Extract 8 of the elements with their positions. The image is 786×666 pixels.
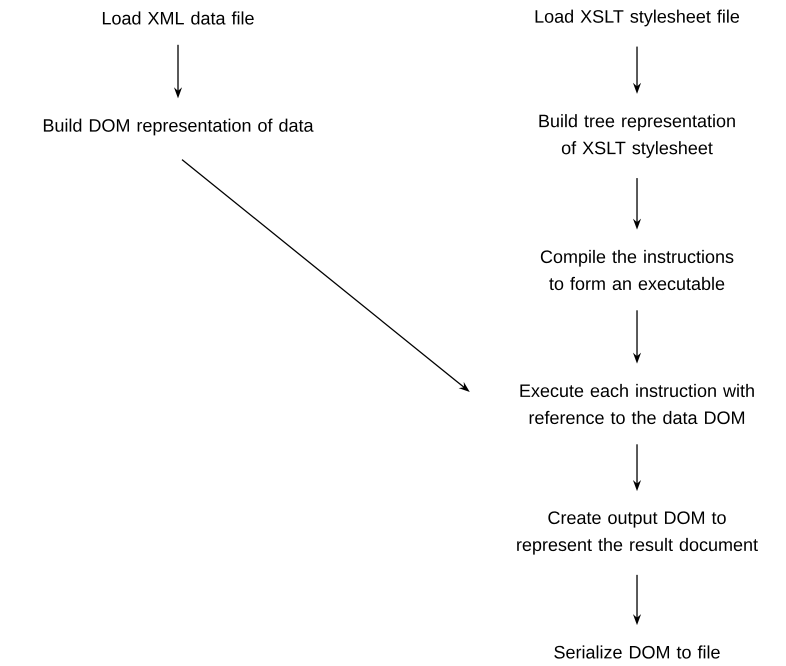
step-text: Compile the instructions to form an executable: [540, 250, 734, 290]
step-text: Load XSLT stylesheet file: [536, 10, 740, 26]
step-text: Build tree representation of XSLT stylesheet: [539, 114, 735, 158]
step-text: Build DOM representation of data: [44, 118, 314, 136]
step-text: Create output DOM to represent the result document: [517, 511, 758, 555]
step-text: Load XML data file: [102, 11, 254, 25]
step-text: Execute each instruction with reference to the data DOM: [520, 384, 754, 424]
step-text: Serialize DOM to file: [554, 645, 720, 659]
